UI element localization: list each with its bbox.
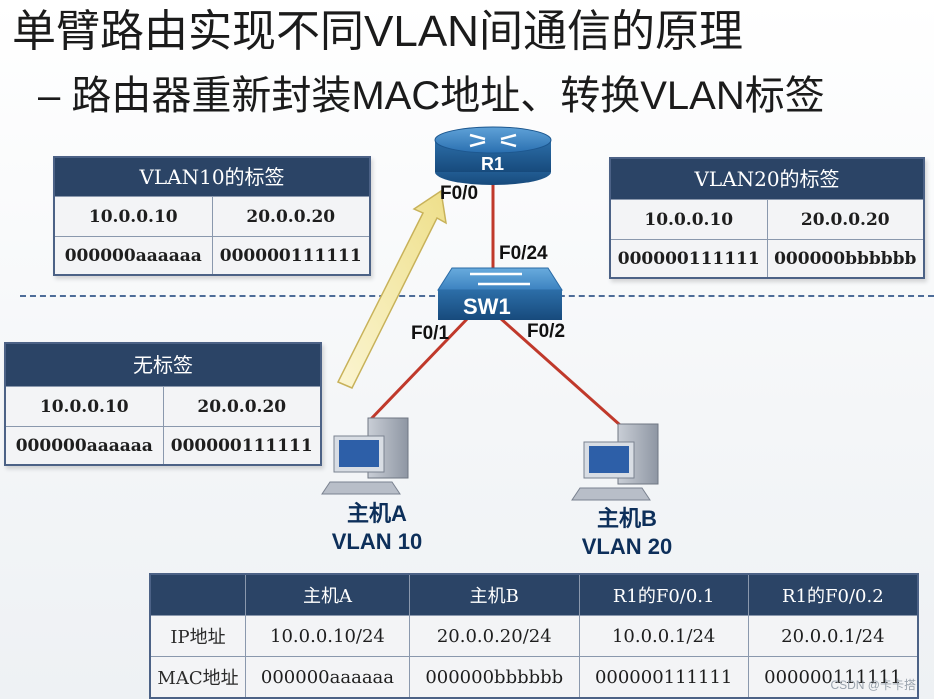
host-b-pc-icon[interactable] — [571, 423, 659, 501]
vlan10-tag-table-header: VLAN10的标签 — [55, 158, 369, 196]
host-b-label: 主机B VLAN 20 — [562, 505, 692, 561]
switch-uplink-port-label: F0/24 — [499, 243, 548, 264]
vlan10-dst-mac: 000000111111 — [211, 236, 369, 274]
page-title: 单臂路由实现不同VLAN间通信的原理 — [12, 7, 743, 56]
table-header-row: 主机A 主机B R1的F0/0.1 R1的F0/0.2 — [149, 573, 919, 616]
untagged-dst-mac: 000000111111 — [162, 426, 320, 464]
table-cell: 000000111111 — [747, 656, 919, 699]
vlan20-src-mac: 000000111111 — [611, 239, 767, 277]
host-a-vlan: VLAN 10 — [331, 529, 423, 554]
vlan20-dst-mac: 000000bbbbbb — [766, 239, 923, 277]
switch-port-right-label: F0/2 — [527, 321, 566, 342]
host-a-pc-icon[interactable] — [321, 417, 409, 495]
vlan10-tag-table: VLAN10的标签 10.0.0.10 20.0.0.20 000000aaaa… — [53, 156, 371, 276]
page-subtitle: – 路由器重新封装MAC地址、转换VLAN标签 — [38, 74, 825, 118]
untagged-src-mac: 000000aaaaaa — [6, 426, 163, 464]
table-header-cell: 主机A — [245, 573, 410, 616]
table-header-cell: R1的F0/0.2 — [747, 573, 919, 616]
table-cell: 000000bbbbbb — [408, 656, 580, 699]
vlan20-dst-ip: 20.0.0.20 — [766, 199, 923, 239]
untagged-src-ip: 10.0.0.10 — [6, 386, 163, 426]
router-icon[interactable] — [434, 126, 552, 185]
watermark: CSDN @卡卡搭 — [830, 678, 916, 692]
host-b-name: 主机B — [597, 506, 657, 531]
vlan20-tag-table-header: VLAN20的标签 — [611, 159, 923, 199]
table-cell: 10.0.0.1/24 — [578, 615, 749, 657]
row-label-mac: MAC地址 — [149, 656, 246, 699]
table-header-cell: 主机B — [408, 573, 580, 616]
table-cell: 000000aaaaaa — [245, 656, 410, 699]
link-sw1-hostb — [499, 316, 621, 427]
table-header-cell — [149, 573, 246, 616]
table-cell: 20.0.0.20/24 — [408, 615, 580, 657]
vlan10-src-ip: 10.0.0.10 — [55, 196, 212, 236]
table-row: IP地址 10.0.0.10/24 20.0.0.20/24 10.0.0.1/… — [149, 615, 919, 657]
switch-port-left-label: F0/1 — [411, 323, 450, 344]
untagged-table: 无标签 10.0.0.10 20.0.0.20 000000aaaaaa 000… — [4, 342, 322, 466]
address-summary-table: 主机A 主机B R1的F0/0.1 R1的F0/0.2 IP地址 10.0.0.… — [149, 573, 919, 699]
host-a-name: 主机A — [347, 501, 407, 526]
vlan10-src-mac: 000000aaaaaa — [55, 236, 212, 274]
router-name-label: R1 — [481, 154, 505, 174]
row-label-ip: IP地址 — [149, 615, 246, 657]
table-row: MAC地址 000000aaaaaa 000000bbbbbb 00000011… — [149, 656, 919, 699]
table-cell: 000000111111 — [578, 656, 749, 699]
table-header-cell: R1的F0/0.1 — [578, 573, 749, 616]
untagged-dst-ip: 20.0.0.20 — [162, 386, 320, 426]
link-sw1-hosta — [368, 316, 470, 422]
switch-icon[interactable] — [437, 267, 563, 320]
table-cell: 10.0.0.10/24 — [245, 615, 410, 657]
table-cell: 20.0.0.1/24 — [747, 615, 919, 657]
switch-name-label: SW1 — [463, 294, 511, 319]
vlan20-src-ip: 10.0.0.10 — [611, 199, 767, 239]
router-port-label: F0/0 — [440, 183, 479, 204]
host-a-label: 主机A VLAN 10 — [312, 500, 442, 556]
vlan20-tag-table: VLAN20的标签 10.0.0.10 20.0.0.20 0000001111… — [609, 157, 925, 279]
host-b-vlan: VLAN 20 — [581, 534, 673, 559]
untagged-table-header: 无标签 — [6, 344, 320, 386]
packet-flow-arrow — [336, 189, 447, 389]
vlan10-dst-ip: 20.0.0.20 — [211, 196, 369, 236]
